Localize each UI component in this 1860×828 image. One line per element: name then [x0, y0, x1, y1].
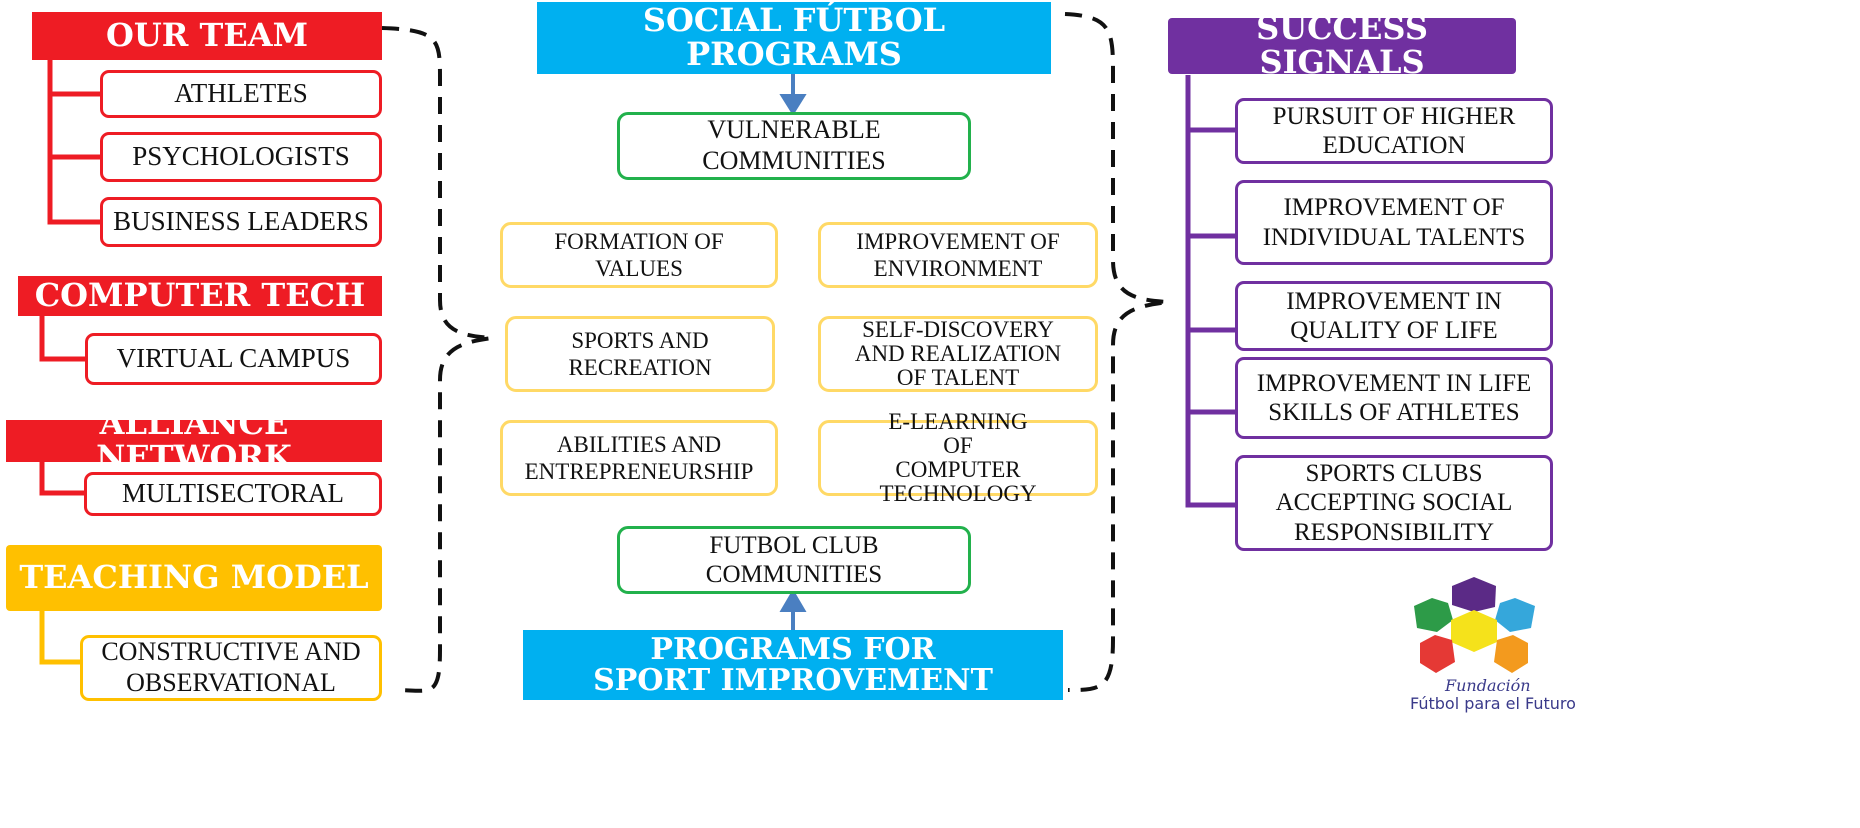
formation-of-values-box: FORMATION OF VALUES: [500, 222, 778, 288]
psychologists-box: PSYCHOLOGISTS: [100, 132, 382, 182]
programs-sport-improvement-header: PROGRAMS FOR SPORT IMPROVEMENT: [523, 630, 1063, 700]
teaching-model-header: TEACHING MODEL: [6, 545, 382, 611]
self-discovery-box: SELF-DISCOVERY AND REALIZATION OF TALENT: [818, 316, 1098, 392]
improvement-of-environment-box: IMPROVEMENT OF ENVIRONMENT: [818, 222, 1098, 288]
logo-purple-petal: [1452, 577, 1496, 612]
business-leaders-box: BUSINESS LEADERS: [100, 197, 382, 247]
logo-text-fundacion: Fundación: [1445, 676, 1531, 695]
life-skills-box: IMPROVEMENT IN LIFE SKILLS OF ATHLETES: [1235, 357, 1553, 439]
quality-of-life-box: IMPROVEMENT IN QUALITY OF LIFE: [1235, 281, 1553, 351]
athletes-box: ATHLETES: [100, 70, 382, 118]
success-signals-header: SUCCESS SIGNALS: [1168, 12, 1516, 79]
our-team-header: OUR TEAM: [32, 12, 382, 60]
arrow-down-icon: [779, 94, 807, 116]
logo-text-name: Fútbol para el Futuro: [1410, 694, 1576, 713]
constructive-observational-box: CONSTRUCTIVE AND OBSERVATIONAL: [80, 635, 382, 701]
virtual-campus-box: VIRTUAL CAMPUS: [85, 333, 382, 385]
social-futbol-programs-header: SOCIAL FÚTBOL PROGRAMS: [537, 2, 1051, 74]
arrow-up-icon: [779, 589, 807, 612]
individual-talents-box: IMPROVEMENT OF INDIVIDUAL TALENTS: [1235, 180, 1553, 265]
logo-red-petal: [1420, 635, 1455, 673]
right-brace: [1064, 12, 1169, 692]
computer-tech-header: COMPUTER TECH: [18, 276, 382, 316]
left-brace: [381, 26, 493, 693]
sports-clubs-box: SPORTS CLUBS ACCEPTING SOCIAL RESPONSIBI…: [1235, 455, 1553, 551]
logo-blue-petal: [1495, 598, 1535, 632]
vulnerable-communities-box: VULNERABLE COMMUNITIES: [617, 112, 971, 180]
higher-education-box: PURSUIT OF HIGHER EDUCATION: [1235, 98, 1553, 164]
futbol-club-communities-box: FUTBOL CLUB COMMUNITIES: [617, 526, 971, 594]
logo-green-petal: [1414, 598, 1453, 632]
multisectoral-box: MULTISECTORAL: [84, 472, 382, 516]
logo-yellow-petal: [1451, 610, 1497, 652]
logo-orange-petal: [1494, 635, 1528, 673]
abilities-entrepreneurship-box: ABILITIES AND ENTREPRENEURSHIP: [500, 420, 778, 496]
e-learning-box: E-LEARNING OF COMPUTER TECHNOLOGY: [818, 409, 1098, 506]
sports-and-recreation-box: SPORTS AND RECREATION: [505, 316, 775, 392]
